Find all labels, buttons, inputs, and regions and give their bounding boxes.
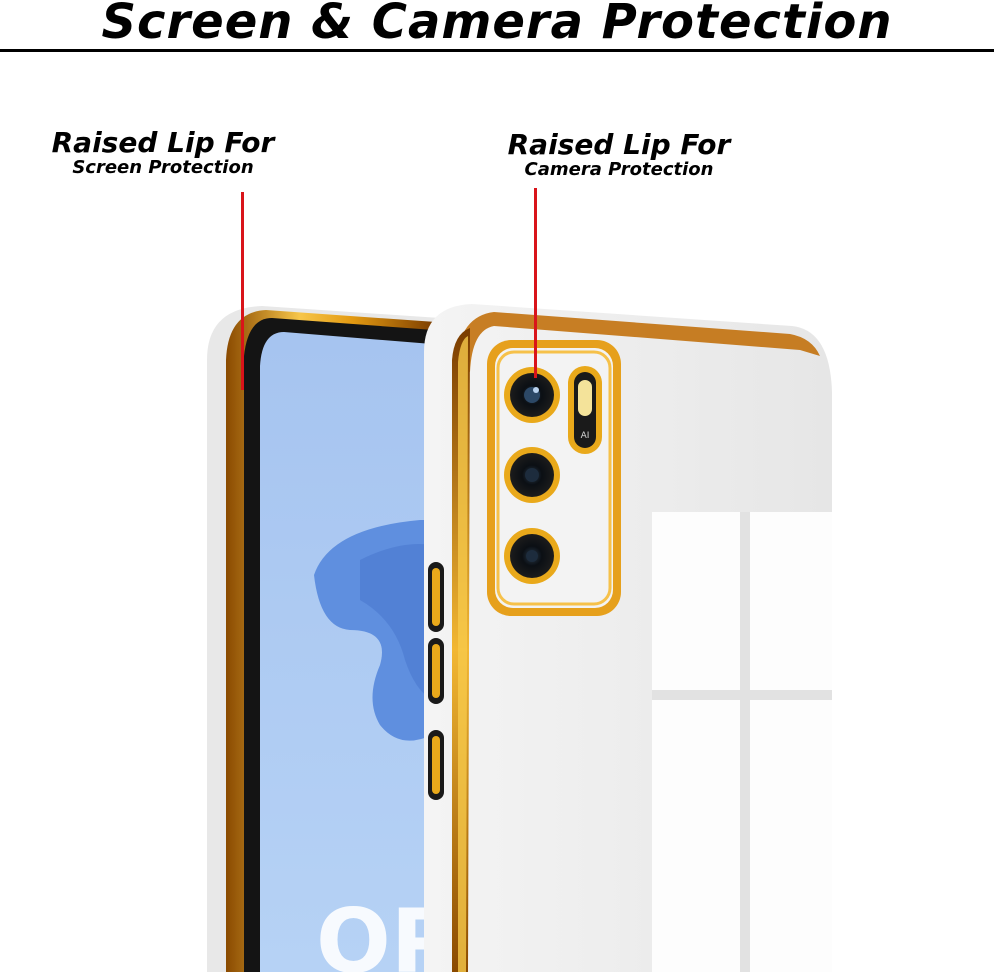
callout-camera-protection: Raised Lip For Camera Protection bbox=[488, 130, 750, 180]
callout-screen-sub: Screen Protection bbox=[72, 157, 254, 178]
ai-lens-badge: AI bbox=[581, 431, 590, 441]
page-title: Screen & Camera Protection bbox=[101, 0, 893, 50]
camera-module: AI bbox=[487, 340, 621, 616]
back-phone: AI bbox=[424, 304, 832, 972]
callout-camera-heading: Raised Lip For bbox=[507, 128, 731, 161]
front-phone: OP bbox=[207, 306, 455, 972]
callout-screen-heading: Raised Lip For bbox=[51, 126, 275, 159]
camera-callout-pointer bbox=[534, 188, 537, 378]
callout-screen-protection: Raised Lip For Screen Protection bbox=[30, 128, 296, 178]
callout-camera-sub: Camera Protection bbox=[524, 159, 714, 180]
title-underline bbox=[0, 49, 994, 52]
screen-callout-pointer bbox=[241, 192, 244, 390]
